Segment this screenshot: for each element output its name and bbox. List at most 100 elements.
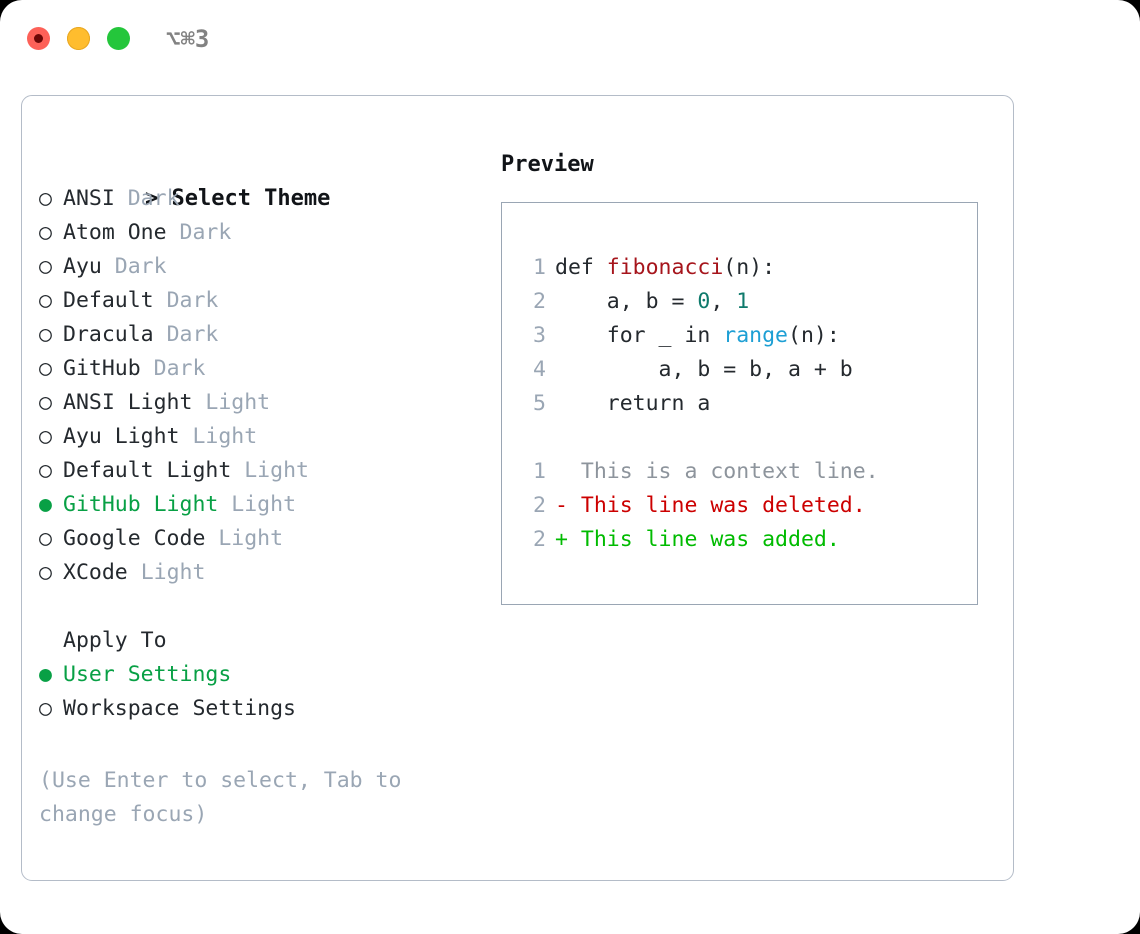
theme-name: XCode: [63, 560, 128, 585]
theme-kind-label: Light: [244, 458, 309, 483]
radio-unselected-icon[interactable]: ○: [39, 220, 52, 245]
apply-to-option[interactable]: ● User Settings: [39, 658, 499, 692]
code-token: 0: [697, 289, 711, 314]
radio-unselected-icon[interactable]: ○: [39, 424, 52, 449]
theme-name: GitHub Light: [63, 492, 219, 517]
line-number: 5: [533, 391, 546, 416]
code-token: for _ in: [555, 323, 724, 348]
code-token: (n):: [723, 255, 776, 280]
radio-unselected-icon[interactable]: ○: [39, 526, 52, 551]
theme-name: Ayu: [63, 254, 102, 279]
theme-kind-label: Dark: [114, 254, 167, 279]
line-number: 4: [533, 357, 546, 382]
theme-kind-label: Light: [218, 526, 284, 551]
apply-to-option[interactable]: ○ Workspace Settings: [39, 692, 499, 726]
theme-list: ○ANSI Dark○Atom One Dark○Ayu Dark○Defaul…: [39, 182, 499, 590]
theme-list-item[interactable]: ● GitHub Light Light: [39, 488, 499, 522]
apply-to-label: Workspace Settings: [63, 696, 296, 721]
line-number: 2: [533, 289, 546, 314]
radio-unselected-icon[interactable]: ○: [39, 254, 52, 279]
code-token: a, b =: [555, 289, 698, 314]
title-bar: ⌥⌘3: [0, 0, 1140, 78]
theme-name: Atom One: [63, 220, 167, 245]
minimize-button[interactable]: [67, 27, 90, 50]
radio-unselected-icon[interactable]: ○: [39, 458, 52, 483]
theme-list-item[interactable]: ○ ANSI Light Light: [39, 386, 499, 420]
diff-line: 2+ This line was added.: [502, 523, 977, 557]
radio-unselected-icon[interactable]: ○: [39, 186, 52, 211]
theme-spacer: [180, 424, 193, 449]
line-number: 1: [533, 459, 546, 484]
radio-unselected-icon[interactable]: ○: [39, 696, 52, 721]
preview-heading: Preview: [501, 152, 594, 177]
heading-prefix: >: [144, 186, 159, 211]
apply-to-list: ● User Settings ○ Workspace Settings: [39, 658, 499, 726]
radio-unselected-icon[interactable]: ○: [39, 560, 52, 585]
theme-list-item[interactable]: ○ GitHub Dark: [39, 352, 499, 386]
theme-kind-label: Dark: [153, 356, 206, 381]
theme-name: Dracula: [63, 322, 154, 347]
radio-unselected-icon[interactable]: ○: [39, 322, 52, 347]
theme-list-item[interactable]: ○ Google Code Light: [39, 522, 499, 556]
theme-name: Default Light: [63, 458, 232, 483]
theme-list-item[interactable]: ○ Default Light Light: [39, 454, 499, 488]
radio-unselected-icon[interactable]: ○: [39, 288, 52, 313]
theme-kind-label: Light: [231, 492, 297, 517]
diff-sample: 1 This is a context line.2- This line wa…: [502, 455, 977, 557]
code-token: a, b = b, a + b: [555, 357, 853, 382]
code-line: 4 a, b = b, a + b: [502, 353, 977, 387]
keyboard-hint: (Use Enter to select, Tab to change focu…: [39, 768, 402, 827]
theme-spacer: [141, 356, 154, 381]
diff-line: 1 This is a context line.: [502, 455, 977, 489]
theme-list-item[interactable]: ○ Atom One Dark: [39, 216, 499, 250]
theme-name: Ayu Light: [63, 424, 180, 449]
theme-spacer: [154, 322, 167, 347]
theme-spacer: [192, 390, 205, 415]
line-number: 1: [533, 255, 546, 280]
theme-list-item[interactable]: ○Default Dark: [39, 284, 499, 318]
theme-spacer: [205, 526, 218, 551]
code-token: fibonacci: [606, 255, 724, 280]
theme-name: ANSI: [63, 186, 115, 211]
theme-spacer: [154, 288, 167, 313]
theme-list-item[interactable]: ○ Ayu Dark: [39, 250, 499, 284]
theme-kind-label: Light: [192, 424, 258, 449]
apply-to-heading: Apply To: [63, 628, 167, 653]
theme-list-item[interactable]: ○ XCode Light: [39, 556, 499, 590]
theme-list-item[interactable]: ○Dracula Dark: [39, 318, 499, 352]
theme-spacer: [167, 220, 180, 245]
theme-name: GitHub: [63, 356, 141, 381]
theme-list-item[interactable]: ○ Ayu Light Light: [39, 420, 499, 454]
close-button[interactable]: [27, 27, 50, 50]
maximize-button[interactable]: [107, 27, 130, 50]
diff-line: 2- This line was deleted.: [502, 489, 977, 523]
code-line: 2 a, b = 0, 1: [502, 285, 977, 319]
theme-spacer: [218, 492, 231, 517]
theme-kind-label: Dark: [127, 186, 180, 211]
code-line: 5 return a: [502, 387, 977, 421]
theme-kind-label: Light: [140, 560, 206, 585]
radio-selected-icon[interactable]: ●: [39, 662, 52, 687]
radio-unselected-icon[interactable]: ○: [39, 356, 52, 381]
code-line: 3 for _ in range(n):: [502, 319, 977, 353]
code-token: range: [723, 323, 789, 348]
apply-to-label: User Settings: [63, 662, 232, 687]
select-theme-heading: > Select Theme: [39, 148, 499, 211]
radio-unselected-icon[interactable]: ○: [39, 390, 52, 415]
theme-spacer: [102, 254, 115, 279]
theme-spacer: [231, 458, 244, 483]
radio-selected-icon[interactable]: ●: [39, 492, 52, 517]
code-token: def: [555, 255, 607, 280]
theme-name: Google Code: [63, 526, 206, 551]
theme-kind-label: Dark: [179, 220, 232, 245]
theme-list-item[interactable]: ○ ANSI Dark: [39, 182, 499, 216]
theme-kind-label: Light: [205, 390, 271, 415]
theme-name: ANSI Light: [63, 390, 193, 415]
diff-text: + This line was added.: [555, 527, 840, 552]
code-token: (n):: [788, 323, 840, 348]
code-line: 1 def fibonacci(n):: [502, 251, 977, 285]
